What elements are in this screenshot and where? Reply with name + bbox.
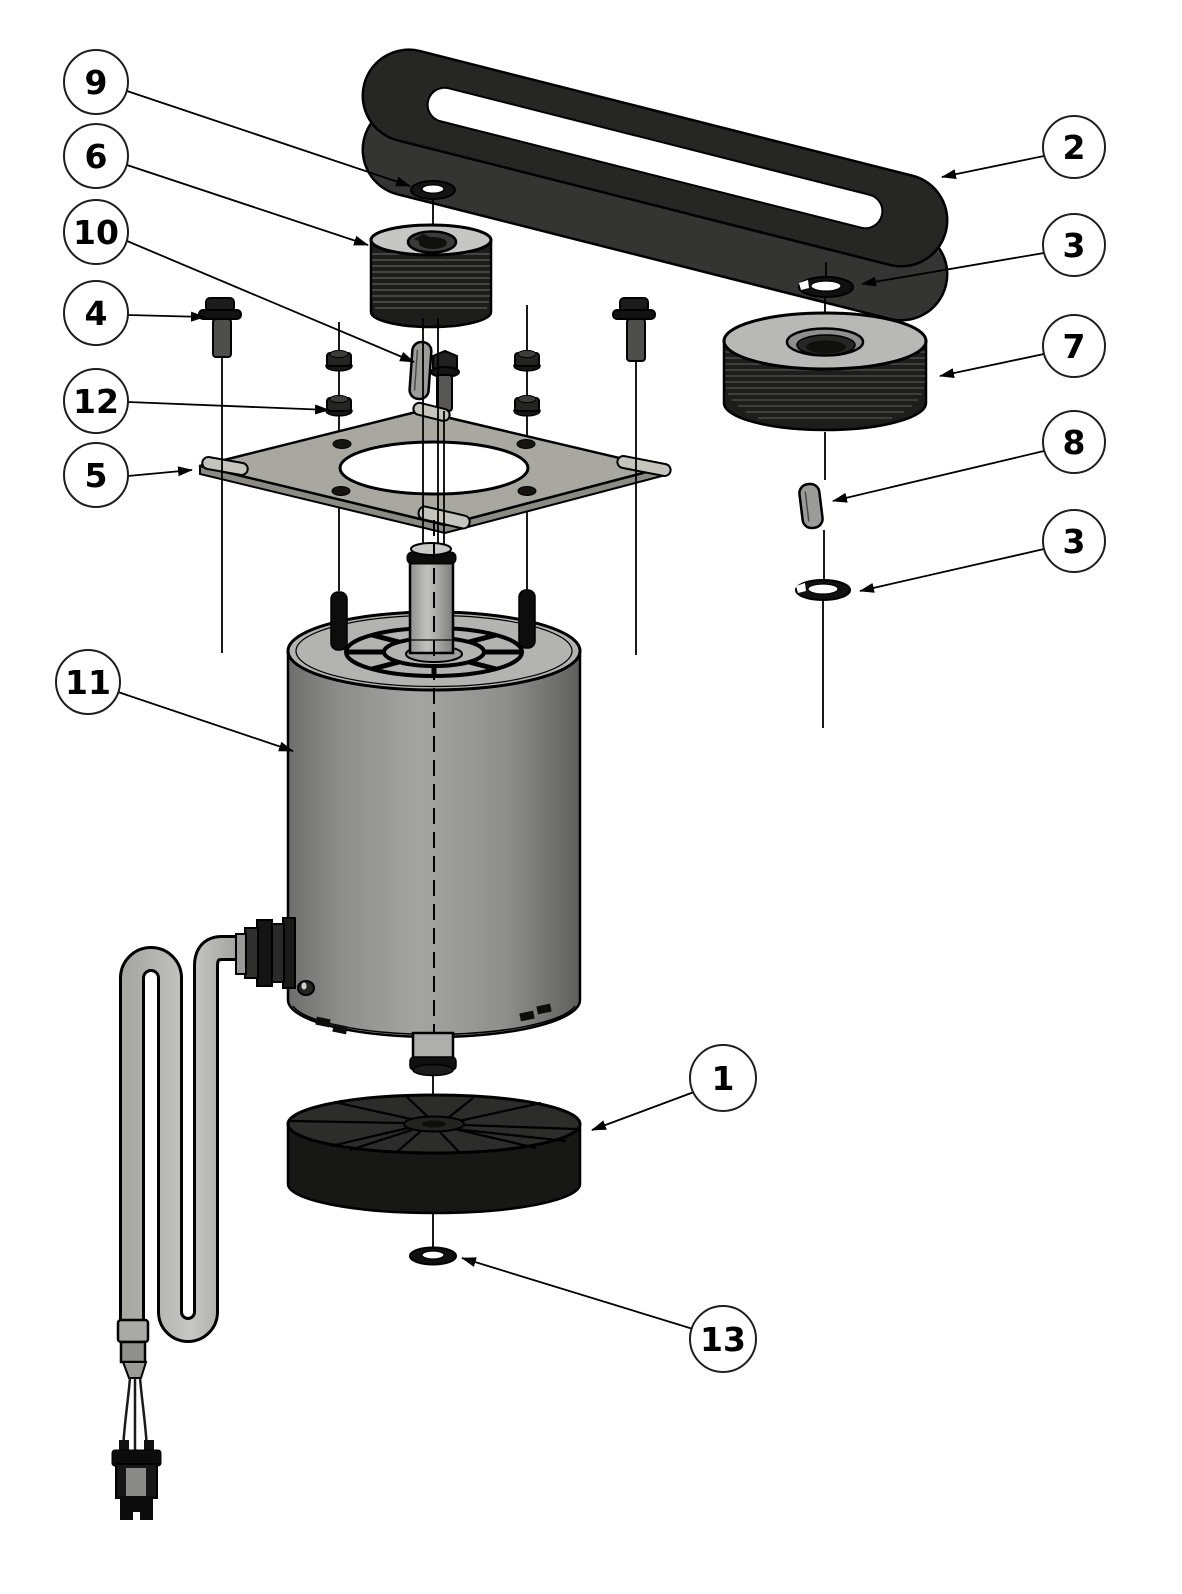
callout-10: 10 — [63, 199, 129, 265]
flange-nuts — [325, 349, 541, 417]
leader-12 — [127, 401, 330, 415]
flange-nut — [513, 394, 541, 417]
cable-gland — [235, 917, 296, 989]
shaft-washer-bottom — [409, 1246, 457, 1266]
callout-4: 4 — [63, 280, 129, 346]
motor-stud-right — [518, 589, 536, 649]
callout-9: 9 — [63, 49, 129, 115]
flange-bolt-center — [430, 349, 460, 412]
callout-3-upper-number: 3 — [1063, 226, 1086, 265]
callout-4-number: 4 — [85, 294, 108, 333]
leader-10 — [126, 240, 415, 363]
callouts: 9 6 10 4 12 5 11 2 — [55, 49, 1106, 1373]
leader-4 — [127, 311, 206, 322]
leader-5 — [127, 466, 193, 477]
callout-7: 7 — [1042, 314, 1106, 378]
callout-3-upper: 3 — [1042, 213, 1106, 277]
callout-5-number: 5 — [85, 456, 108, 495]
callout-8-number: 8 — [1063, 423, 1086, 462]
callout-5: 5 — [63, 442, 129, 508]
cable-wires — [121, 1377, 149, 1451]
shaft-washer-top — [410, 180, 456, 200]
leader-1 — [591, 1091, 695, 1131]
motor-pulley-ribs — [372, 253, 490, 309]
pulley-key-notch — [414, 234, 430, 242]
motor-pulley — [369, 223, 493, 329]
driven-pulley-key — [798, 482, 824, 530]
motor-bottom-shaft — [409, 1031, 457, 1077]
callout-2: 2 — [1042, 115, 1106, 179]
callout-11: 11 — [55, 649, 121, 715]
conduit-couplers — [116, 1318, 150, 1379]
callout-2-number: 2 — [1063, 128, 1086, 167]
callout-6-number: 6 — [85, 137, 108, 176]
callout-7-number: 7 — [1063, 327, 1086, 366]
leader-lines — [117, 90, 1045, 1330]
motor-shaft — [406, 542, 457, 655]
motor-stud-left — [330, 591, 348, 651]
motor-bottom-tabs — [315, 1003, 552, 1035]
callout-3-lower-number: 3 — [1063, 522, 1086, 561]
power-connector-plug — [111, 1440, 162, 1520]
leader-7 — [939, 353, 1045, 378]
retaining-ring-upper — [798, 276, 854, 298]
axis-lines — [221, 318, 637, 655]
leader-11 — [117, 691, 294, 752]
leader-2 — [941, 155, 1045, 180]
drive-belt-inner-hole — [426, 86, 884, 230]
mounting-plate — [198, 401, 672, 535]
flange-nut — [325, 394, 353, 417]
leader-8 — [832, 450, 1045, 503]
flange-bolt-right — [612, 297, 656, 362]
plate-bolt-holes — [331, 439, 537, 496]
callout-13-number: 13 — [700, 1320, 746, 1359]
power-conduit — [111, 917, 296, 1520]
callout-12: 12 — [63, 368, 129, 434]
callout-13: 13 — [689, 1305, 757, 1373]
leader-3a — [861, 252, 1045, 287]
driven-pulley — [722, 311, 928, 432]
flange-bolt-left — [198, 297, 242, 358]
leader-13 — [461, 1257, 694, 1330]
callout-6: 6 — [63, 123, 129, 189]
pulley-key — [408, 340, 433, 401]
callout-3-lower: 3 — [1042, 509, 1106, 573]
fan-blades — [289, 1096, 577, 1153]
leader-9 — [126, 90, 411, 187]
callout-1: 1 — [689, 1044, 757, 1112]
callout-11-number: 11 — [65, 663, 111, 702]
retaining-ring-lower — [795, 579, 851, 601]
flange-nut — [325, 349, 353, 372]
leader-6 — [126, 164, 369, 246]
drive-belt — [361, 48, 949, 322]
fan — [286, 1093, 582, 1215]
callout-12-number: 12 — [73, 382, 119, 421]
flange-nut — [513, 349, 541, 372]
callout-9-number: 9 — [85, 63, 108, 102]
leader-3b — [859, 548, 1045, 593]
callout-1-number: 1 — [712, 1059, 735, 1098]
callout-10-number: 10 — [73, 213, 119, 252]
plate-center-hole — [338, 440, 530, 496]
callout-8: 8 — [1042, 410, 1106, 474]
